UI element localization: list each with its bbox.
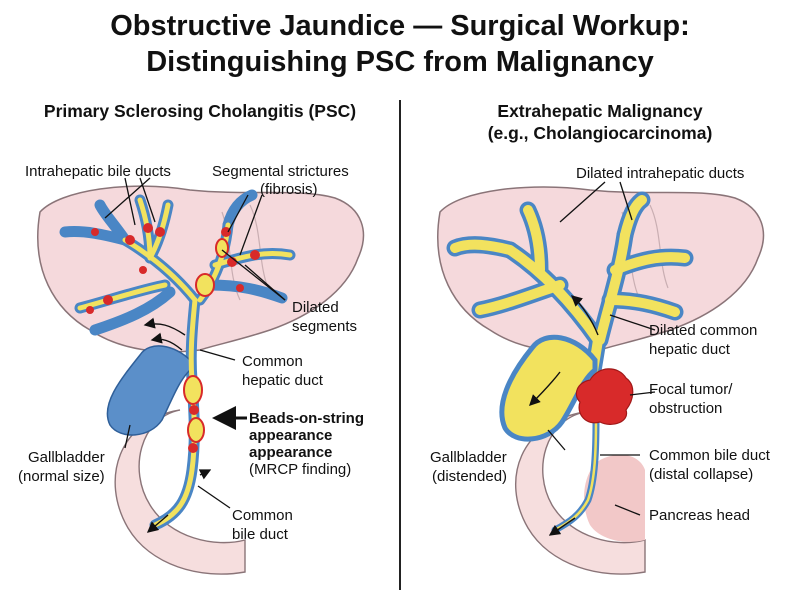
label-dilated-common-1: Dilated common [649,322,757,339]
psc-gallbladder [106,345,191,436]
label-dilated-common-2: hepatic duct [649,341,731,358]
label-intrahepatic-bile-ducts: Intrahepatic bile ducts [25,163,171,180]
label-common-bile-duct-right: Common bile duct [649,447,771,464]
title-line-1: Obstructive Jaundice — Surgical Workup: [110,10,690,42]
panel-divider [399,100,401,590]
label-segments: segments [292,318,357,335]
label-beads-on-string: Beads-on-string [249,410,364,427]
label-common-bile-duct-2: bile duct [232,526,289,543]
page-title: Obstructive Jaundice — Surgical Workup: … [0,8,800,80]
label-common-bile-duct-1: Common [232,507,293,524]
label-common-hepatic-duct-1: Common [242,353,303,370]
title-line-2: Distinguishing PSC from Malignancy [146,46,654,78]
label-distal-collapse: (distal collapse) [649,466,753,483]
label-mrcp-finding: (MRCP finding) [249,461,351,478]
label-focal-tumor-1: Focal tumor/ [649,381,733,398]
malignancy-illustration: Dilated intrahepatic ducts Dilated commo… [430,165,771,575]
label-gallbladder-right: Gallbladder [430,449,507,466]
malignancy-gallbladder [499,334,598,442]
label-pancreas-head: Pancreas head [649,507,750,524]
label-fibrosis: (fibrosis) [260,181,318,198]
label-appearance-1: appearance [249,427,332,444]
label-normal-size: (normal size) [18,468,105,485]
focal-tumor [575,368,634,425]
label-dilated-intrahepatic-ducts: Dilated intrahepatic ducts [576,165,744,182]
label-common-hepatic-duct-2: hepatic duct [242,372,324,389]
label-appearance-2: appearance [249,444,332,461]
label-distended: (distended) [432,468,507,485]
label-dilated: Dilated [292,299,339,316]
psc-duodenum [114,409,246,575]
malignancy-duodenum [514,411,646,575]
label-gallbladder: Gallbladder [28,449,105,466]
label-segmental-strictures: Segmental strictures [212,163,349,180]
malignancy-heading-line-2: (e.g., Cholangiocarcinoma) [487,123,713,143]
label-focal-tumor-2: obstruction [649,400,722,417]
psc-illustration: Intrahepatic bile ducts Segmental strict… [18,163,365,575]
psc-heading: Primary Sclerosing Cholangitis (PSC) [43,101,357,121]
malignancy-heading-line-1: Extrahepatic Malignancy [497,101,703,121]
malignancy-heading: Extrahepatic Malignancy (e.g., Cholangio… [400,100,800,144]
pancreas-head [584,454,645,542]
